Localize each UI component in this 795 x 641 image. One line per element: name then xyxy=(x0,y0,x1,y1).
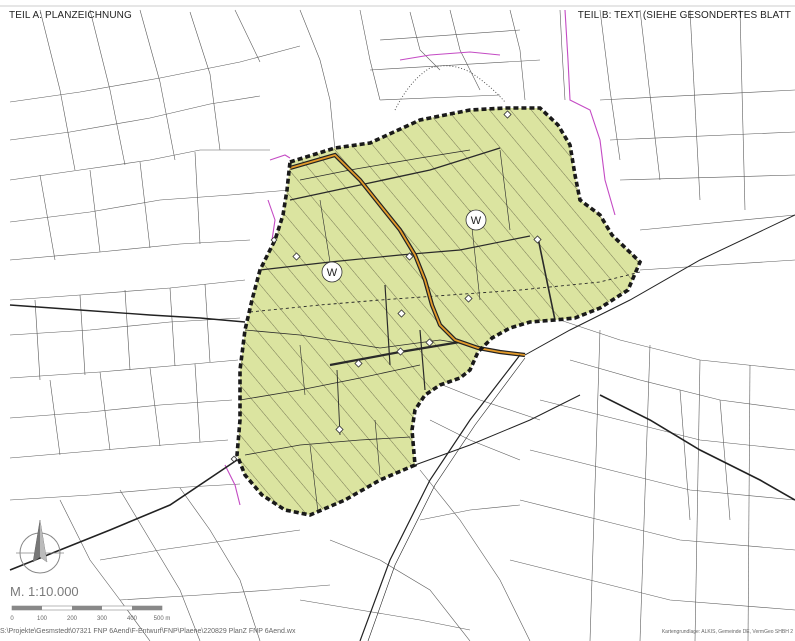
plan-part-b-title: TEIL B: TEXT (SIEHE GESONDERTES BLATT xyxy=(577,10,791,21)
scale-tick: 0 xyxy=(10,616,14,622)
plan-part-a-title: TEIL A: PLANZEICHNUNG xyxy=(9,10,132,21)
scale-tick: 100 xyxy=(37,616,48,622)
scale-tick: 300 xyxy=(97,616,108,622)
parcel-lines xyxy=(9,9,795,641)
north-arrow-icon xyxy=(16,519,64,574)
roads xyxy=(9,152,795,641)
scale-ratio-label: M. 1:10.000 xyxy=(10,584,79,599)
zone-symbol-label: W xyxy=(327,267,338,279)
survey-markers xyxy=(230,110,542,463)
planning-zone xyxy=(237,108,640,515)
admin-boundary xyxy=(224,9,616,506)
scale-tick: 400 xyxy=(127,616,138,622)
zone-symbol-east: W xyxy=(465,209,487,231)
scale-tick: 200 xyxy=(67,616,78,622)
scale-bar: 0 100 200 300 400 500 m xyxy=(10,605,171,622)
map-credit-text: Kartengrundlage: ALKIS, Gemeinde DE, Ver… xyxy=(661,629,793,635)
zone-symbol-west: W xyxy=(321,261,343,283)
zone-internal-lines xyxy=(239,147,641,513)
scale-tick: 500 m xyxy=(154,616,171,622)
zone-symbol-label: W xyxy=(471,215,482,227)
zone-border xyxy=(235,106,643,517)
file-path-text: S:\Projekte\Gesmstedt\07321 FNP 6Aend\F-… xyxy=(0,628,296,635)
tree-row xyxy=(394,65,506,111)
